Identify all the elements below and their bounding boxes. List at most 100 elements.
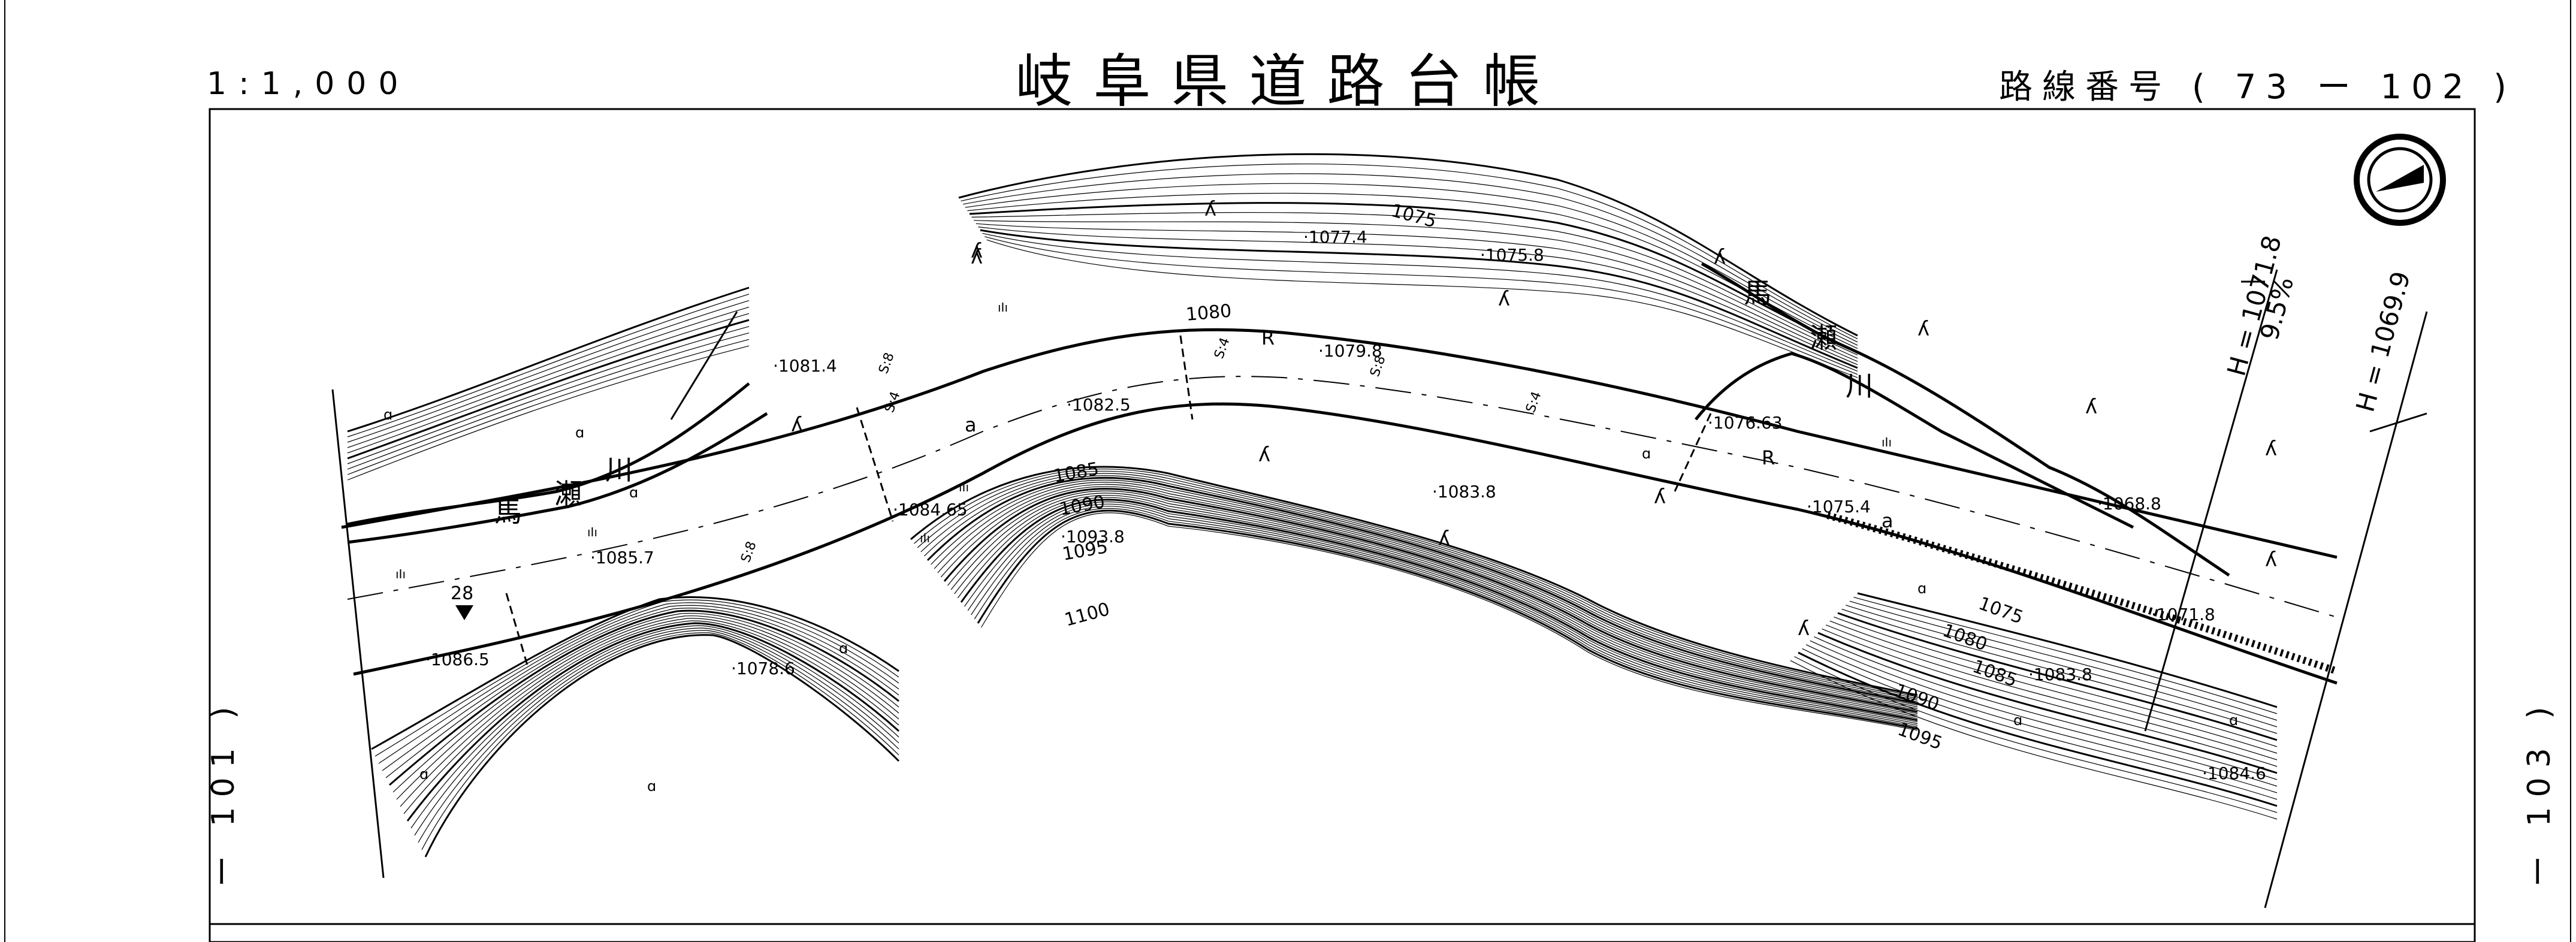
contour-line (347, 345, 750, 481)
contour-line (403, 620, 899, 814)
slope-label: S:4 (1212, 336, 1233, 361)
contour-label: 1075 (1976, 593, 2026, 629)
grass-icon: ıIı (920, 531, 930, 545)
contour-line (410, 625, 899, 829)
contour-line (978, 227, 1858, 366)
spot-height: ·1078.6 (731, 659, 795, 678)
contour-line (1790, 660, 2278, 820)
broadleaf-tree-icon: ʎ (1798, 617, 1810, 641)
broadleaf-tree-icon: ʎ (2085, 395, 2097, 419)
broadleaf-tree-icon: ʎ (1498, 287, 1510, 311)
spot-height: ·1086.5 (425, 650, 490, 669)
contour-line (347, 300, 750, 443)
road (341, 328, 2338, 685)
benchmark-icon (455, 605, 473, 620)
contour-line (931, 479, 1918, 706)
contour-label: 1090 (1058, 491, 1106, 520)
contour-line (943, 488, 1918, 713)
cross-section-lines (505, 335, 1712, 666)
grade-annotation (2144, 269, 2278, 732)
broadleaf-tree-icon: ʎ (2265, 437, 2277, 461)
grass-icon: ıIı (959, 480, 969, 494)
contour-line (382, 605, 899, 771)
contour-line (940, 486, 1918, 711)
broadleaf-tree-icon: ʎ (1714, 245, 1726, 269)
contour-line (957, 497, 1918, 719)
contour-line (969, 202, 1858, 353)
contour-line (385, 608, 899, 778)
place-name-se: 瀬 (1810, 322, 1837, 354)
road-edge-south (353, 402, 2338, 685)
contour-line (392, 612, 899, 793)
grass-icon: ıIı (1882, 435, 1892, 449)
contour-line (986, 239, 1858, 378)
broadleaf-tree-icon: ʎ (971, 239, 983, 263)
place-name-kawa-2: 川 (605, 454, 633, 486)
spot-height: ·1068.8 (2097, 494, 2161, 514)
broadleaf-tree-icon: ʎ (1917, 317, 1929, 341)
contour-line (396, 615, 899, 800)
shrub-icon: ɑ (419, 766, 428, 783)
contour-line (371, 596, 899, 750)
contour-line (974, 508, 1918, 727)
contour-line (985, 236, 1858, 375)
contour-line (1810, 640, 2278, 787)
route-number: 路線番号 ( 73 ー 102 ) (1999, 68, 2516, 107)
contour-line (1805, 644, 2278, 793)
slope-label: S:4 (1523, 390, 1545, 415)
contour-line (974, 220, 1858, 359)
contour-line (1817, 632, 2278, 774)
contour-line (934, 482, 1918, 708)
contour-line (923, 475, 1918, 702)
spot-height: ·1093.8 (1061, 527, 1125, 547)
survey-boundary (331, 311, 2428, 908)
map-title: 岐阜県道路台帳 (1015, 48, 1561, 115)
north-arrow-icon (2354, 134, 2446, 226)
shrub-icon: ɑ (383, 406, 392, 423)
contour-line (926, 476, 1918, 705)
contour-line (389, 609, 899, 786)
contour-line (982, 233, 1858, 372)
road-label: a (965, 413, 977, 436)
shrub-icon: ɑ (575, 424, 584, 441)
map-scale: 1:1,000 (207, 66, 410, 102)
contour-label: 1100 (1062, 599, 1112, 631)
contour-line (947, 490, 1918, 714)
contour-line (1802, 648, 2278, 800)
spot-height: ·1084.65 (893, 500, 968, 520)
contour-line (424, 634, 900, 858)
h-elevation-2: H = 1069.9 (2350, 268, 2416, 415)
slope-label: S:8 (738, 539, 760, 564)
contour-line (910, 466, 1918, 696)
contour-lines (347, 153, 2278, 858)
contour-line (958, 153, 1858, 337)
contour-line (400, 618, 899, 807)
contour-line (406, 622, 900, 822)
contour-line (347, 326, 750, 464)
contour-line (1814, 636, 2278, 780)
contour-line (914, 469, 1918, 698)
grass-icon: ıIı (395, 567, 406, 581)
road-label: R (1762, 446, 1775, 469)
contour-line (1846, 605, 2278, 727)
spot-height: ·1079.8 (1318, 341, 1382, 361)
contour-label: 1080 (1185, 300, 1233, 325)
shrub-icon: ɑ (647, 778, 656, 795)
place-name-ma-2: 馬 (494, 496, 522, 528)
contour-line (976, 223, 1858, 362)
contour-line (964, 502, 1918, 723)
broadleaf-tree-icon: ʎ (1654, 485, 1666, 509)
shrub-icon: ɑ (1917, 580, 1926, 597)
contour-line (1841, 608, 2278, 734)
contour-line (1857, 592, 2278, 708)
spot-height: ·1077.4 (1303, 227, 1367, 247)
contour-line (347, 286, 750, 433)
contour-line (954, 495, 1918, 717)
contour-line (920, 473, 1918, 701)
contour-line (1794, 656, 2278, 813)
contour-line (967, 503, 1918, 724)
slope-label: S:8 (876, 351, 898, 376)
contour-line (965, 183, 1858, 346)
broadleaf-tree-icon: ʎ (1204, 197, 1216, 221)
